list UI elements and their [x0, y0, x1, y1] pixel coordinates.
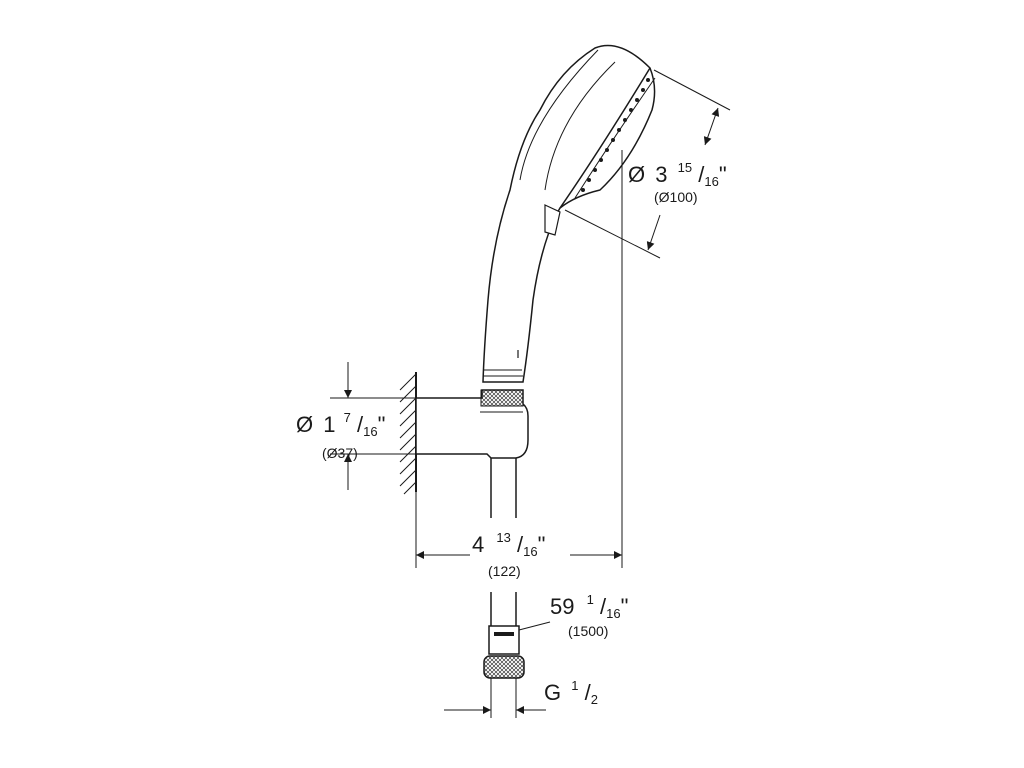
holder-diameter-label: Ø 1 7 /16"	[296, 402, 385, 439]
holder-diameter-metric: (Ø37)	[322, 445, 358, 461]
hose-length-metric: (1500)	[568, 623, 608, 639]
thread-label: G 1 /2	[544, 670, 598, 707]
hose-upper	[490, 458, 517, 518]
wall	[399, 372, 417, 495]
hose-length-label: 59 1 /16"	[550, 584, 628, 621]
projection-metric: (122)	[488, 563, 521, 579]
head-diameter-metric: (Ø100)	[654, 189, 698, 205]
projection-label: 4 13 /16"	[472, 522, 545, 559]
head-diameter-dimension	[564, 69, 731, 259]
holder-diameter-dimension	[330, 362, 416, 490]
nozzle-pattern	[581, 78, 650, 192]
hose-lower	[483, 592, 525, 718]
head-diameter-label: Ø 3 15 /16"	[628, 152, 727, 189]
hand-shower	[482, 44, 656, 383]
hose-length-leader	[518, 621, 551, 631]
wall-holder	[415, 389, 529, 459]
